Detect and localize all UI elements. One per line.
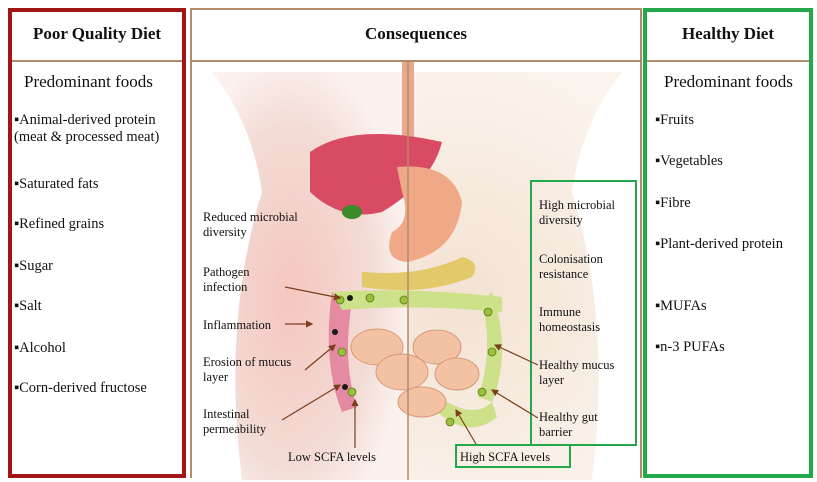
healthy-food-item: ▪MUFAs — [655, 298, 707, 315]
healthy-food-item: ▪Fruits — [655, 112, 694, 129]
healthy-diet-subtitle: Predominant foods — [664, 72, 793, 92]
healthy-food-item: ▪n-3 PUFAs — [655, 339, 725, 356]
healthy-food-item: ▪Fibre — [655, 195, 691, 212]
healthy-diet-title: Healthy Diet — [647, 24, 809, 44]
healthy-food-item: ▪Vegetables — [655, 153, 723, 170]
healthy-diet-divider — [647, 60, 809, 62]
healthy-food-item: ▪Plant-derived protein — [655, 236, 805, 253]
